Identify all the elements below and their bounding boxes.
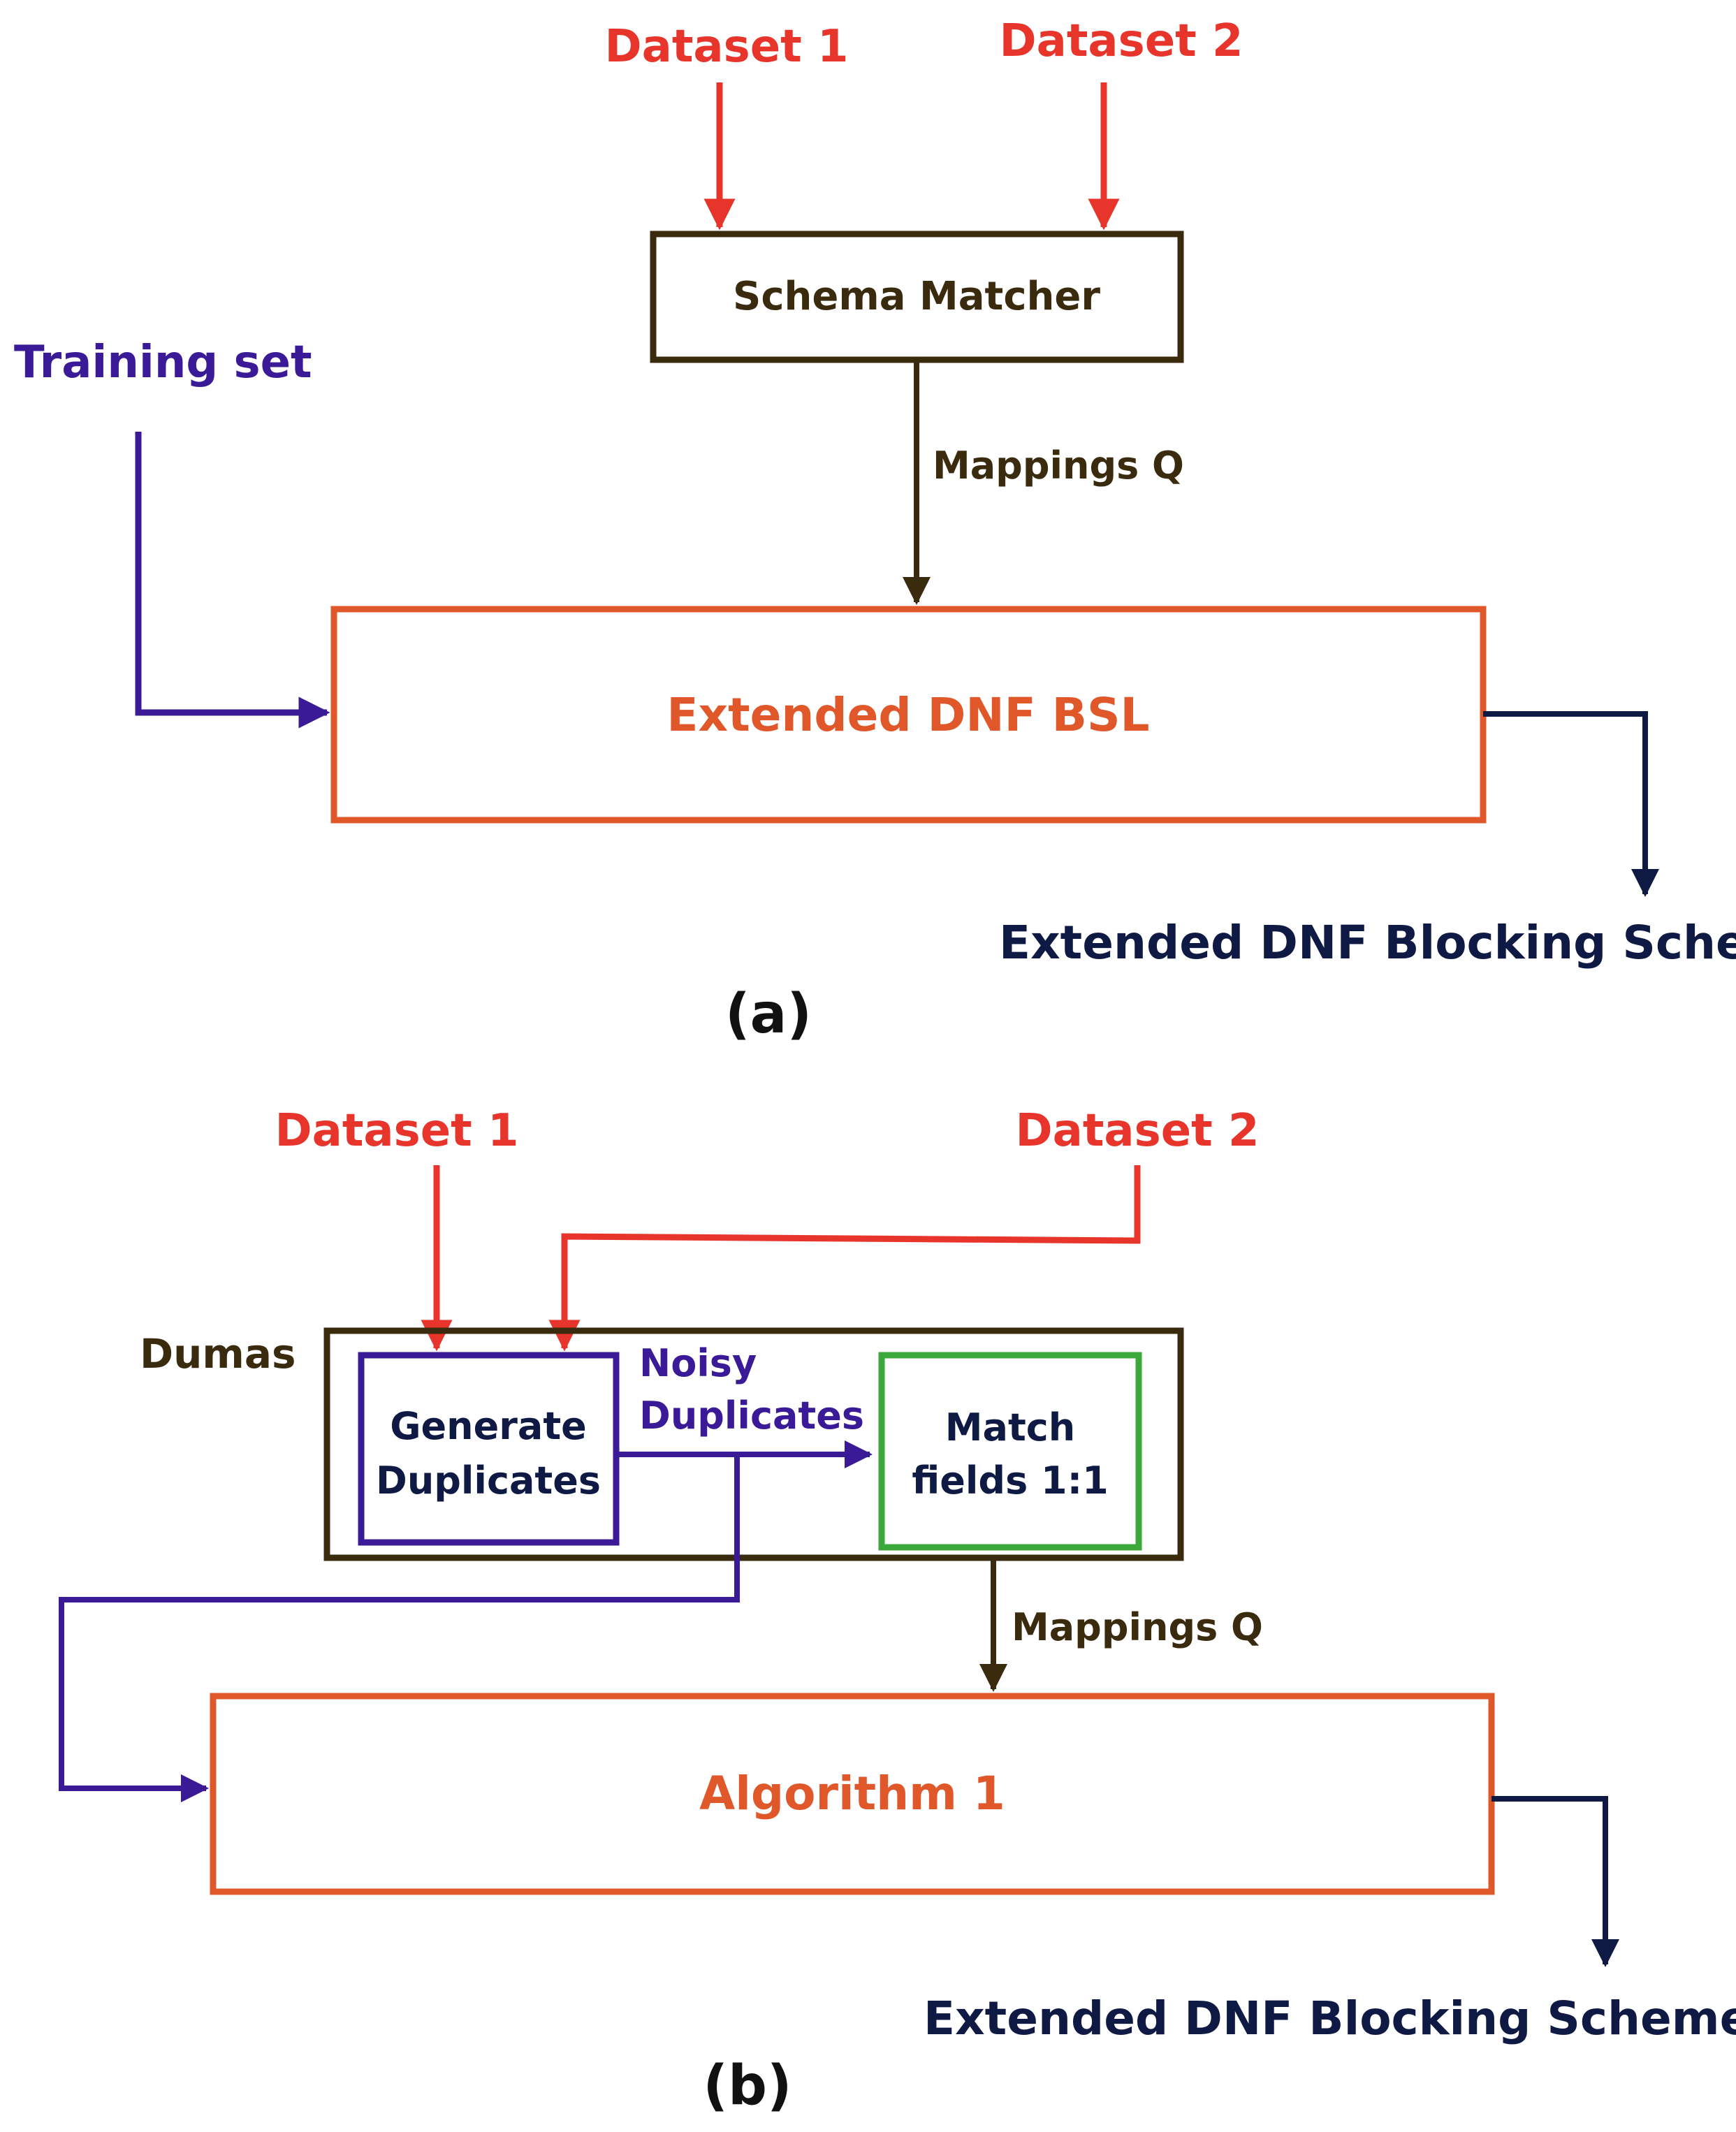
schema-matcher-box	[650, 231, 1184, 363]
generate-line1: Generate	[390, 1404, 587, 1448]
noisy-line2: Duplicates	[639, 1394, 864, 1438]
b-dataset1-label: Dataset 1	[275, 1105, 519, 1157]
b-output-arrow	[1491, 1796, 1619, 1967]
extended-bsl-box	[330, 606, 1487, 824]
generate-line2: Duplicates	[376, 1459, 601, 1503]
a-mappings-label: Mappings Q	[933, 444, 1184, 488]
a-output-arrow	[1483, 711, 1659, 897]
b-mappings-label: Mappings Q	[1012, 1605, 1263, 1649]
match-line1: Match	[945, 1405, 1075, 1450]
match-fields-box	[878, 1352, 1142, 1551]
algorithm-box	[210, 1693, 1495, 1895]
a-dataset1-label: Dataset 1	[605, 21, 849, 73]
b-dataset2-label: Dataset 2	[1016, 1105, 1260, 1157]
match-line2: fields 1:1	[912, 1459, 1109, 1503]
panel-b: Dataset 1 Dataset 2 Dumas Generate Dupli…	[59, 1105, 1736, 2117]
dumas-box	[323, 1327, 1184, 1561]
a-dataset2-label: Dataset 2	[1000, 15, 1243, 67]
schema-matcher-label: Schema Matcher	[733, 274, 1100, 319]
b-output-label: Extended DNF Blocking Scheme	[924, 1992, 1736, 2045]
duplicates-to-algorithm-arrow	[59, 1454, 740, 1802]
algorithm-label: Algorithm 1	[699, 1767, 1005, 1820]
b-dataset2-arrow	[548, 1165, 1141, 1352]
noisy-line1: Noisy	[639, 1341, 757, 1385]
training-set-label: Training set	[14, 337, 312, 388]
training-set-arrow	[135, 432, 330, 729]
extended-bsl-label: Extended DNF BSL	[666, 688, 1149, 742]
caption-a: (a)	[725, 983, 812, 1046]
generate-duplicates-box	[358, 1352, 620, 1546]
a-output-label: Extended DNF Blocking Scheme	[999, 916, 1736, 970]
dumas-label: Dumas	[140, 1330, 296, 1378]
caption-b: (b)	[703, 2054, 792, 2117]
panel-a: Dataset 1 Dataset 2 Schema Matcher Train…	[14, 15, 1736, 1046]
